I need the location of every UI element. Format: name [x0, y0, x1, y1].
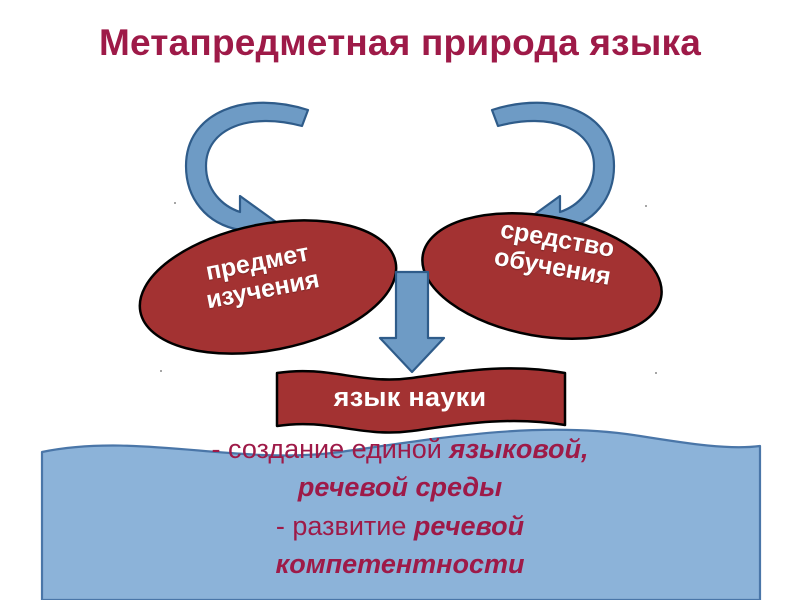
banner-line-3: - развитие речевой	[55, 507, 745, 545]
ellipse-predmet-izucheniya	[138, 219, 398, 355]
ellipse-sredstvo-obucheniya	[421, 212, 663, 340]
banner-shape	[40, 428, 762, 600]
banner-line-4: компетентности	[55, 545, 745, 583]
banner-line-4-italic: компетентности	[275, 548, 525, 579]
banner-line-1-plain: - создание единой	[211, 434, 450, 464]
banner-line-2-italic: речевой среды	[297, 472, 503, 503]
stray-dot	[174, 202, 176, 204]
stray-dot	[645, 205, 647, 207]
slide-title: Метапредметная природа языка	[98, 22, 702, 63]
banner-line-3-plain: - развитие	[275, 510, 414, 541]
banner-line-1-italic: языковой,	[449, 434, 589, 464]
ribbon-label: язык науки	[333, 382, 487, 412]
straight-arrow-down	[378, 270, 446, 374]
stray-dot	[160, 370, 162, 372]
banner-text: - создание единой языковой, речевой сред…	[55, 430, 745, 583]
banner-line-3-italic: речевой	[413, 510, 525, 541]
stray-dot	[655, 372, 657, 374]
banner-line-2: речевой среды	[55, 468, 745, 506]
banner-line-1: - создание единой языковой,	[55, 430, 745, 468]
ribbon-shape	[275, 367, 567, 434]
